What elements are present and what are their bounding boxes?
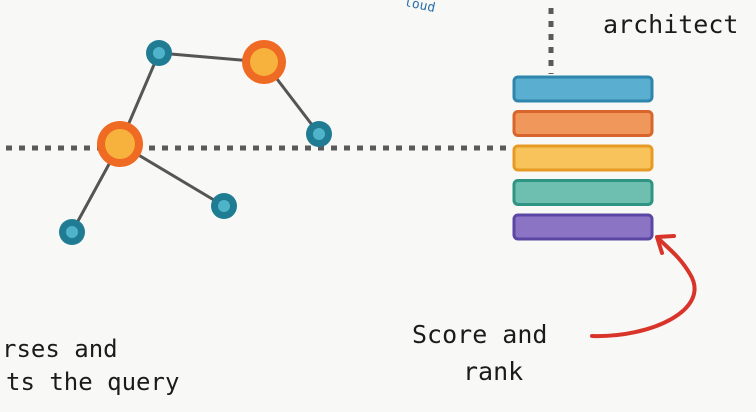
arrowhead-icon bbox=[655, 234, 676, 255]
architecture-label: architect bbox=[603, 10, 739, 39]
bar-yellow bbox=[512, 144, 654, 172]
ranked-results-stack bbox=[512, 75, 654, 241]
score-and-rank-label-line-2: rank bbox=[463, 357, 524, 386]
bar-teal bbox=[512, 179, 654, 206]
left-caption-line-1: rses and bbox=[2, 335, 118, 363]
teal-node bbox=[211, 193, 237, 219]
teal-node bbox=[306, 121, 332, 147]
bar-orange bbox=[512, 110, 654, 137]
bar-purple bbox=[512, 213, 654, 241]
orange-node bbox=[242, 40, 286, 84]
graph-nodes bbox=[59, 40, 332, 245]
orange-node bbox=[97, 121, 143, 167]
score-and-rank-label-line-1: Score and bbox=[412, 320, 548, 349]
bar-blue bbox=[512, 75, 654, 103]
teal-node bbox=[59, 219, 85, 245]
left-caption-line-2: ts the query bbox=[6, 368, 180, 396]
score-rank-arrow bbox=[590, 238, 697, 339]
teal-node bbox=[146, 40, 172, 66]
